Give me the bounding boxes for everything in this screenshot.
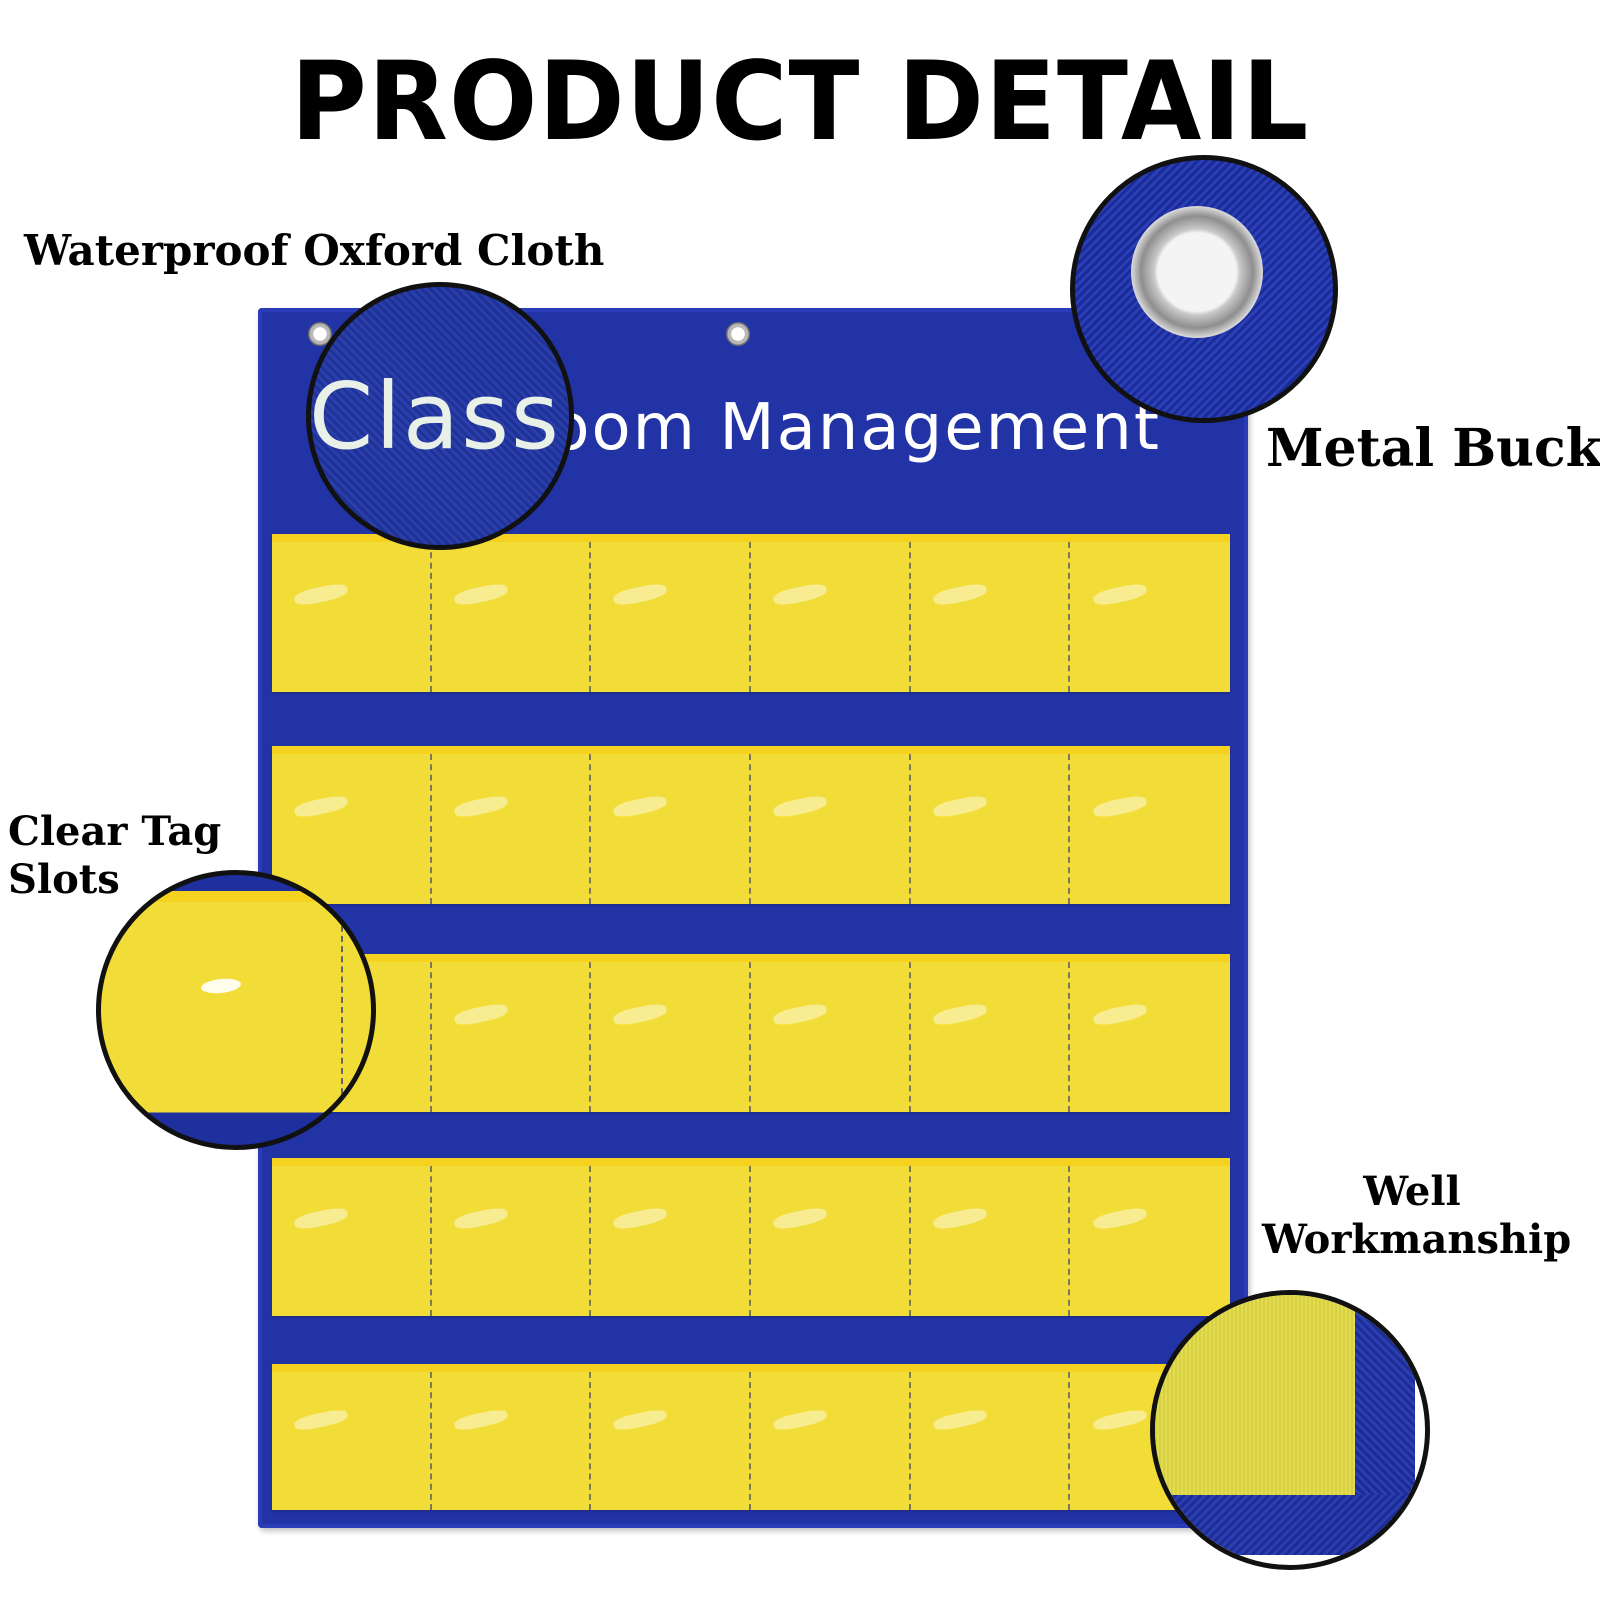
pocket bbox=[751, 1166, 911, 1316]
pocket-row bbox=[272, 746, 1230, 904]
callout-work-line-1: Well bbox=[1363, 1168, 1461, 1215]
pocket bbox=[432, 1166, 592, 1316]
pocket bbox=[911, 754, 1071, 904]
pocket bbox=[272, 542, 432, 692]
pocket bbox=[911, 542, 1071, 692]
plastic-glint bbox=[200, 976, 242, 996]
pocket bbox=[272, 1372, 432, 1510]
callout-metal-buckle: Metal Buckle bbox=[1266, 418, 1600, 479]
callout-workmanship: Well Workmanship bbox=[1262, 1168, 1572, 1264]
pocket-row bbox=[272, 954, 1230, 1112]
metal-buckle-icon bbox=[1131, 206, 1263, 338]
zoom-metal-buckle bbox=[1070, 155, 1338, 423]
pocket-row bbox=[272, 1158, 1230, 1316]
pocket bbox=[272, 1166, 432, 1316]
pocket bbox=[432, 754, 592, 904]
pocket bbox=[1070, 542, 1230, 692]
callout-slots-line-1: Clear Tag bbox=[8, 808, 222, 855]
pocket bbox=[591, 962, 751, 1112]
pocket-row bbox=[272, 1364, 1230, 1510]
zoom-header-text: Class bbox=[308, 362, 561, 470]
stitch-line bbox=[341, 875, 345, 1145]
pocket bbox=[591, 1372, 751, 1510]
pocket bbox=[911, 962, 1071, 1112]
pocket bbox=[432, 1372, 592, 1510]
callout-work-line-2: Workmanship bbox=[1262, 1216, 1572, 1263]
pocket bbox=[1070, 962, 1230, 1112]
zoom-clear-tag-slot bbox=[96, 870, 376, 1150]
callout-clear-tag-slots: Clear Tag Slots bbox=[8, 808, 268, 904]
pocket bbox=[911, 1166, 1071, 1316]
pocket bbox=[751, 962, 911, 1112]
callout-slots-line-2: Slots bbox=[8, 856, 120, 903]
pocket bbox=[591, 1166, 751, 1316]
pocket bbox=[751, 754, 911, 904]
pocket bbox=[272, 754, 432, 904]
grommet-icon bbox=[726, 322, 750, 346]
pocket bbox=[591, 754, 751, 904]
pocket-fabric bbox=[1155, 1295, 1355, 1495]
pocket-row bbox=[272, 534, 1230, 692]
pocket bbox=[751, 542, 911, 692]
pocket bbox=[432, 542, 592, 692]
pocket bbox=[591, 542, 751, 692]
pocket bbox=[751, 1372, 911, 1510]
page-title: PRODUCT DETAIL bbox=[290, 36, 1310, 166]
zoom-workmanship bbox=[1150, 1290, 1430, 1570]
pocket bbox=[272, 962, 432, 1112]
pocket bbox=[432, 962, 592, 1112]
zoom-oxford-cloth: Class bbox=[306, 282, 574, 550]
pocket bbox=[911, 1372, 1071, 1510]
pocket bbox=[1070, 1166, 1230, 1316]
edge-binding bbox=[1155, 1495, 1415, 1555]
callout-oxford-cloth: Waterproof Oxford Cloth bbox=[24, 226, 605, 275]
pocket bbox=[1070, 754, 1230, 904]
